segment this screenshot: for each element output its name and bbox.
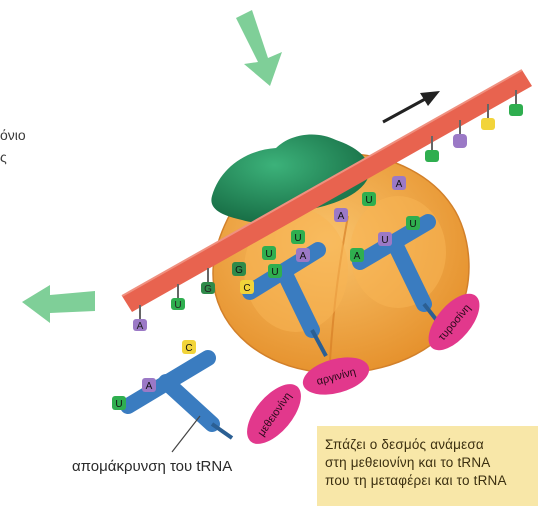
release-arrow [22,285,95,323]
p-codon-base-2: U [265,249,272,260]
p-anticodon-base-3: A [300,251,307,262]
removal-pointer [172,416,200,452]
trna-removal-label: απομάκρυνση του tRNA [72,458,272,475]
a-codon-base-3: A [396,179,403,190]
left-base-3: G [204,284,212,295]
a-anticodon-base-2: U [381,235,388,246]
p-anticodon-base-1: C [243,283,250,294]
left-base-2: U [174,300,181,311]
exit-anticodon-base-1: U [115,399,122,410]
p-codon-base-1: G [235,265,243,276]
a-anticodon-base-1: A [354,251,361,262]
a-codon-base-2: U [365,195,372,206]
incoming-arrow [236,10,282,86]
a-codon-base-1: A [338,211,345,222]
note-line-3: που τη μεταφέρει και το tRNA [325,472,532,490]
exit-anticodon-base-2: A [146,381,153,392]
direction-arrow [383,91,440,122]
note-line-1: Σπάζει ο δεσμός ανάμεσα [325,436,532,454]
left-base-1: A [137,321,144,332]
note-line-2: στη μεθειονίνη και το tRNA [325,454,532,472]
a-anticodon-base-3: U [409,219,416,230]
note-box: Σπάζει ο δεσμός ανάμεσα στη μεθειονίνη κ… [317,426,538,506]
p-anticodon-base-2: U [271,267,278,278]
exiting-trna: U A C [112,340,232,438]
p-codon-base-3: U [294,233,301,244]
left-cut-label: όνιο ς [0,124,26,168]
amino-acid-methionine: μεθειονίνη [237,375,311,453]
exit-anticodon-base-3: C [185,343,192,354]
